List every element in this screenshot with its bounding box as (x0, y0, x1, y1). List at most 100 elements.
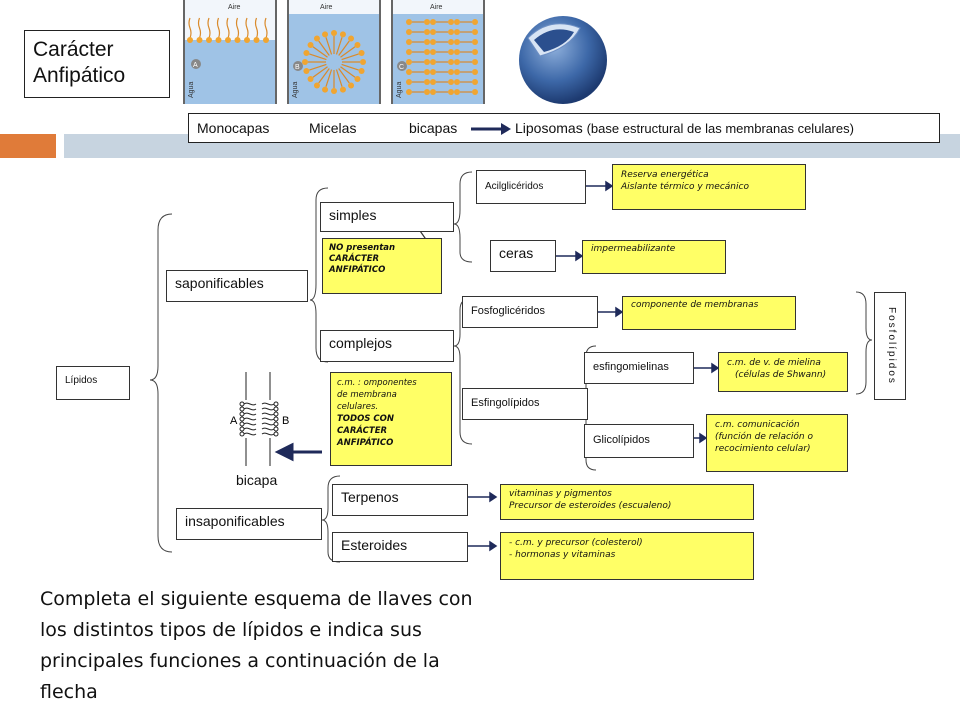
figure-monocapa (183, 0, 277, 104)
bicapa-label: bicapa (236, 472, 278, 488)
function-ester-line2: - hormonas y vitaminas (509, 550, 616, 560)
note-complejos-line5: CARÁCTER (337, 426, 388, 436)
node-fosfolipidos: Fosfolípidos (874, 292, 906, 400)
bilayer-lipid (406, 89, 430, 95)
bilayer-lipid (430, 69, 454, 75)
bilayer-lipid (454, 79, 478, 85)
function-terp-line1: vitaminas y pigmentos (509, 489, 612, 499)
bilayer-lipid (430, 79, 454, 85)
monolayer-lipid (196, 17, 203, 43)
liposome-figure (519, 16, 607, 104)
note-complejos-line2: de membrana (337, 390, 397, 400)
function-acil-line2: Aislante térmico y mecánico (621, 182, 749, 192)
micelle-lipid (335, 69, 346, 93)
figure-letter-b: B (295, 64, 300, 71)
node-simples: simples (320, 202, 454, 232)
bilayer-lipid (454, 59, 478, 65)
bilayer-lipid (430, 59, 454, 65)
bilayer-lipid (454, 39, 478, 45)
banner-monocapas: Monocapas (197, 120, 270, 136)
function-ceras: impermeabilizante (582, 240, 726, 274)
aire-label-a: Aire (228, 4, 241, 11)
monolayer-lipid (263, 17, 269, 43)
monolayer-lipid (234, 17, 241, 43)
banner-box-front: Monocapas Micelas bicapas Liposomas (bas… (188, 113, 940, 143)
banner-arrow-icon (471, 123, 511, 135)
micelle-lipid (340, 66, 361, 83)
node-terpenos: Terpenos (332, 484, 468, 516)
monolayer-lipid (187, 17, 193, 43)
node-complejos: complejos (320, 330, 454, 362)
micelle-lipid (338, 68, 355, 89)
micelle-lipid (307, 66, 328, 83)
note-complejos-line1: c.m. : omponentes (337, 378, 417, 388)
node-fosfogliceridos: Fosfoglicéridos (462, 296, 598, 328)
micelle-lipid (341, 50, 365, 61)
function-glico-line2: (función de relación o (715, 432, 813, 442)
micelle-lipid (341, 63, 365, 74)
micelle-lipid (331, 70, 337, 94)
aire-label-c: Aire (430, 4, 443, 11)
node-ceras: ceras (490, 240, 556, 272)
node-esfingolipidos: Esfingolípidos (462, 388, 588, 420)
bilayer-lipid (406, 69, 430, 75)
monolayer-lipid (215, 17, 222, 43)
banner-bicapas: bicapas (409, 120, 458, 136)
micelle-lipid (313, 35, 330, 56)
function-esfingo-line2: (células de Shwann) (735, 370, 827, 380)
bilayer-lipid (406, 59, 430, 65)
note-complejos: c.m. : omponentes de membrana celulares.… (330, 372, 452, 466)
function-fosfogliceridos: componente de membranas (622, 296, 796, 330)
note-simples-line3: ANFIPÁTICO (329, 265, 386, 275)
bilayer-lipid (430, 39, 454, 45)
title-box: Carácter Anfipático (24, 30, 170, 98)
function-ceras-text: impermeabilizante (591, 244, 676, 254)
node-insaponificables: insaponificables (176, 508, 322, 540)
monolayer-lipid (225, 17, 231, 43)
function-acilgliceridos: Reserva energética Aislante térmico y me… (612, 164, 806, 210)
bilayer-lipid (430, 89, 454, 95)
bicapa-lipid (239, 431, 279, 437)
micelle-lipid (303, 63, 327, 74)
micelle-lipid (302, 59, 326, 65)
micelle-lipid (322, 31, 333, 55)
function-ester-line1: - c.m. y precursor (colesterol) (509, 538, 643, 548)
brace-lipidos (149, 213, 173, 553)
monolayer-lipid (244, 17, 250, 43)
bicapa-lipid (239, 411, 279, 417)
bicapa-lipid (239, 421, 279, 427)
function-terp-line2: Precursor de esteroides (escualeno) (509, 501, 672, 511)
bilayer-lipid (454, 89, 478, 95)
aire-label-b: Aire (320, 4, 333, 11)
brace-saponificables (309, 187, 329, 363)
note-simples: NO presentan CARÁCTER ANFIPÁTICO (322, 238, 442, 294)
bilayer-lipid (406, 19, 430, 25)
node-esteroides: Esteroides (332, 532, 468, 562)
function-glico-line3: recocimiento celular) (715, 444, 811, 454)
agua-label-b: Agua (292, 82, 299, 98)
function-esfingo-line1: c.m. de v. de mielina (727, 358, 821, 368)
brace-simples (453, 171, 473, 263)
brace-complejos (453, 297, 473, 445)
monolayer-figures: Aire Aire Aire A B C Agua Agua Agua (183, 0, 485, 104)
function-acil-line1: Reserva energética (621, 170, 709, 180)
bilayer-lipid (430, 49, 454, 55)
function-glicolipidos: c.m. comunicación (función de relación o… (706, 414, 848, 472)
fosfolipidos-label: Fosfolípidos (886, 307, 897, 385)
node-esfingomielinas: esfingomielinas (584, 352, 694, 384)
monolayer-lipid (253, 17, 260, 43)
note-simples-line2: CARÁCTER (329, 254, 380, 264)
micelle-lipid (322, 69, 333, 93)
node-saponificables: saponificables (166, 270, 308, 302)
page-title: Carácter Anfipático (33, 38, 126, 87)
bilayer-lipid (406, 49, 430, 55)
note-complejos-line6: ANFIPÁTICO (337, 438, 394, 448)
note-simples-line1: NO presentan (329, 243, 396, 253)
bilayer-lipid (406, 79, 430, 85)
agua-label-c: Agua (396, 82, 403, 98)
brace-fosfolipidos (855, 291, 873, 395)
micelle-lipid (331, 30, 337, 54)
bilayer-lipid (430, 19, 454, 25)
note-complejos-line4: TODOS CON (337, 414, 394, 424)
bicapa-lipid (239, 401, 279, 407)
